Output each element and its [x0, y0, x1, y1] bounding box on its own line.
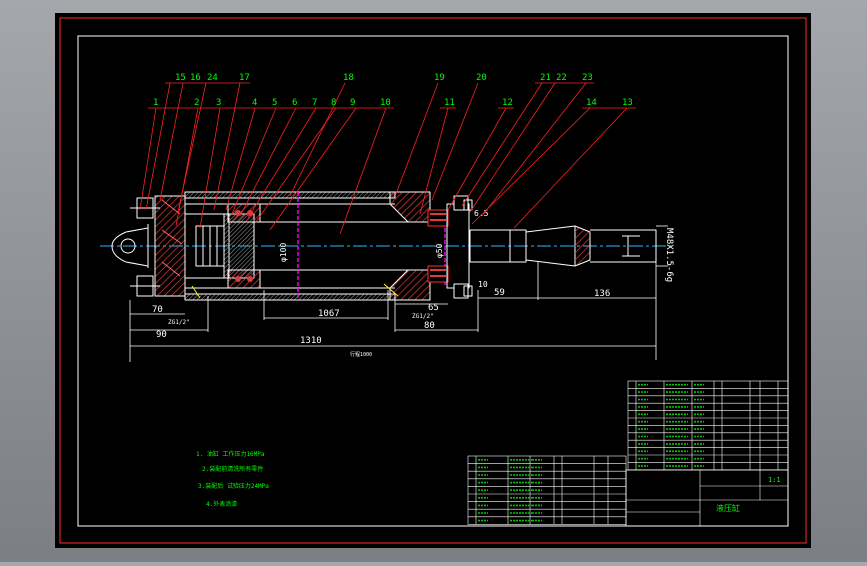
dim-6-5: 6.5 — [474, 209, 489, 218]
dimension-texts: 70 90 1310 1067 65 80 59 136 6.5 10 φ100… — [152, 209, 674, 358]
callout-8: 8 — [331, 98, 336, 108]
callout-6: 6 — [292, 98, 297, 108]
callout-20: 20 — [476, 73, 487, 83]
dim-80: 80 — [424, 321, 435, 331]
title-scale: 1:1 — [768, 476, 781, 484]
dim-port-left: ZG1/2" — [168, 319, 190, 326]
leader-lines — [139, 82, 636, 235]
dimensions — [129, 225, 668, 362]
note-4: 4.外表涂漆 — [206, 500, 237, 508]
callout-16: 16 — [190, 73, 201, 83]
port-mark-right — [191, 285, 201, 299]
port-mark-left — [383, 283, 399, 297]
callout-9: 9 — [350, 98, 355, 108]
front-gland — [389, 191, 473, 301]
dim-70: 70 — [152, 305, 163, 315]
callout-14: 14 — [586, 98, 597, 108]
dim-phi100: φ100 — [279, 243, 288, 262]
dim-stroke-note: 行程1000 — [350, 351, 372, 358]
callout-22: 22 — [556, 73, 567, 83]
callout-11: 11 — [444, 98, 455, 108]
dim-10: 10 — [478, 280, 488, 289]
dim-phi50: φ50 — [435, 243, 444, 258]
dim-1067: 1067 — [318, 309, 340, 319]
inner-frame — [77, 35, 789, 527]
callout-21: 21 — [540, 73, 551, 83]
dim-1310: 1310 — [300, 336, 322, 346]
callout-10: 10 — [380, 98, 391, 108]
piston-block — [184, 213, 255, 279]
callout-15: 15 — [175, 73, 186, 83]
note-2: 2.装配前清洗所有零件 — [202, 465, 263, 473]
parts-list-upper — [627, 380, 789, 471]
callout-4: 4 — [252, 98, 257, 108]
callout-1: 1 — [153, 98, 158, 108]
note-1: 1. 油缸 工作压力16MPa — [196, 450, 265, 458]
callout-18: 18 — [343, 73, 354, 83]
callout-13: 13 — [622, 98, 633, 108]
cylinder-barrel — [184, 191, 396, 301]
dim-port-right: ZG1/2" — [412, 313, 434, 320]
title-block: 液压缸 1:1 — [625, 469, 789, 527]
cylinder-assembly — [100, 191, 672, 301]
callout-24: 24 — [207, 73, 218, 83]
dim-59: 59 — [494, 288, 505, 298]
note-3: 3.装配后 试验压力24MPa — [198, 482, 269, 490]
callout-3: 3 — [216, 98, 221, 108]
callout-17: 17 — [239, 73, 250, 83]
outer-frame — [59, 17, 807, 544]
callout-5: 5 — [272, 98, 277, 108]
clevis-eye — [111, 224, 149, 268]
dim-90: 90 — [156, 330, 167, 340]
title-drawing-name: 液压缸 — [716, 503, 740, 513]
callout-2: 2 — [194, 98, 199, 108]
callout-7: 7 — [312, 98, 317, 108]
callout-23: 23 — [582, 73, 593, 83]
callout-12: 12 — [502, 98, 513, 108]
callout-19: 19 — [434, 73, 445, 83]
dim-136: 136 — [594, 289, 610, 299]
technical-notes: 1. 油缸 工作压力16MPa 2.装配前清洗所有零件 3.装配后 试验压力24… — [196, 450, 269, 508]
dim-thread: M48X1.5-6g — [664, 228, 674, 282]
dim-65: 65 — [428, 303, 439, 313]
